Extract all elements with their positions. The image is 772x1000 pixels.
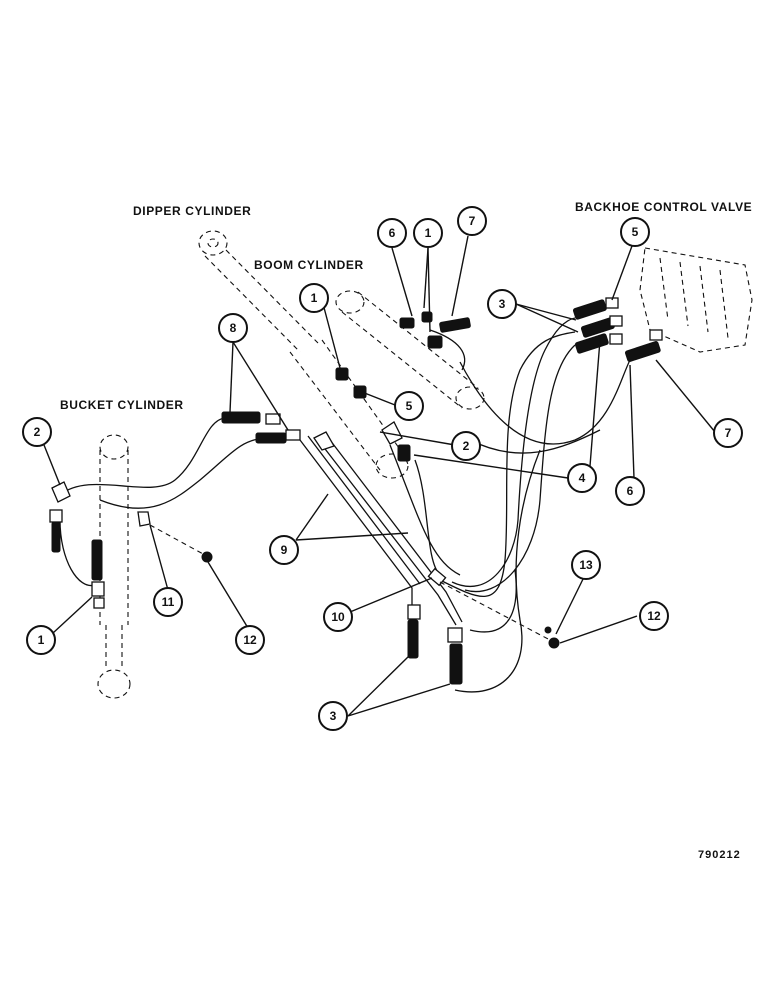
svg-text:1: 1 [311, 291, 318, 305]
callout-2-bucket: 2 [22, 417, 52, 447]
svg-text:13: 13 [579, 558, 593, 572]
callout-1-bucket: 1 [26, 625, 56, 655]
hose-lines [59, 317, 631, 693]
callout-12-mid: 12 [235, 625, 265, 655]
callout-2-boom: 2 [451, 431, 481, 461]
backhoe-control-valve-label: BACKHOE CONTROL VALVE [575, 200, 752, 214]
svg-text:10: 10 [331, 610, 345, 624]
figure-number: 790212 [698, 849, 741, 861]
callout-8: 8 [218, 313, 248, 343]
callout-6-top: 6 [377, 218, 407, 248]
callout-7-right: 7 [713, 418, 743, 448]
svg-text:3: 3 [330, 709, 337, 723]
callout-12-right: 12 [639, 601, 669, 631]
svg-text:5: 5 [406, 399, 413, 413]
dipper-cylinder-label: DIPPER CYLINDER [133, 204, 251, 218]
svg-text:1: 1 [38, 633, 45, 647]
assembly-lines [149, 524, 551, 641]
svg-text:2: 2 [34, 425, 41, 439]
svg-text:1: 1 [425, 226, 432, 240]
svg-text:4: 4 [579, 471, 586, 485]
svg-text:12: 12 [647, 609, 661, 623]
callout-13: 13 [571, 550, 601, 580]
svg-text:7: 7 [725, 426, 732, 440]
rigid-tubes [299, 435, 463, 626]
callout-3-bottom: 3 [318, 701, 348, 731]
svg-text:7: 7 [469, 214, 476, 228]
leader-lines [43, 235, 716, 717]
svg-text:2: 2 [463, 439, 470, 453]
callout-11: 11 [153, 587, 183, 617]
svg-text:5: 5 [632, 225, 639, 239]
callout-1-top: 1 [413, 218, 443, 248]
callout-10: 10 [323, 602, 353, 632]
svg-text:9: 9 [281, 543, 288, 557]
svg-text:8: 8 [230, 321, 237, 335]
svg-text:6: 6 [627, 484, 634, 498]
callout-1-boom: 1 [299, 283, 329, 313]
callout-4: 4 [567, 463, 597, 493]
boom-cylinder [335, 290, 485, 410]
control-valve-block [639, 247, 753, 353]
fittings [49, 297, 663, 685]
callout-3-valve: 3 [487, 289, 517, 319]
callout-6-right: 6 [615, 476, 645, 506]
boom-cylinder-label: BOOM CYLINDER [254, 258, 364, 272]
callout-5-valve: 5 [620, 217, 650, 247]
svg-text:6: 6 [389, 226, 396, 240]
bucket-cylinder [97, 434, 131, 699]
callout-5-boom: 5 [394, 391, 424, 421]
bucket-cylinder-label: BUCKET CYLINDER [60, 398, 184, 412]
callout-7-top: 7 [457, 206, 487, 236]
svg-text:11: 11 [162, 595, 175, 609]
callout-9: 9 [269, 535, 299, 565]
svg-text:3: 3 [499, 297, 506, 311]
svg-text:12: 12 [243, 633, 257, 647]
